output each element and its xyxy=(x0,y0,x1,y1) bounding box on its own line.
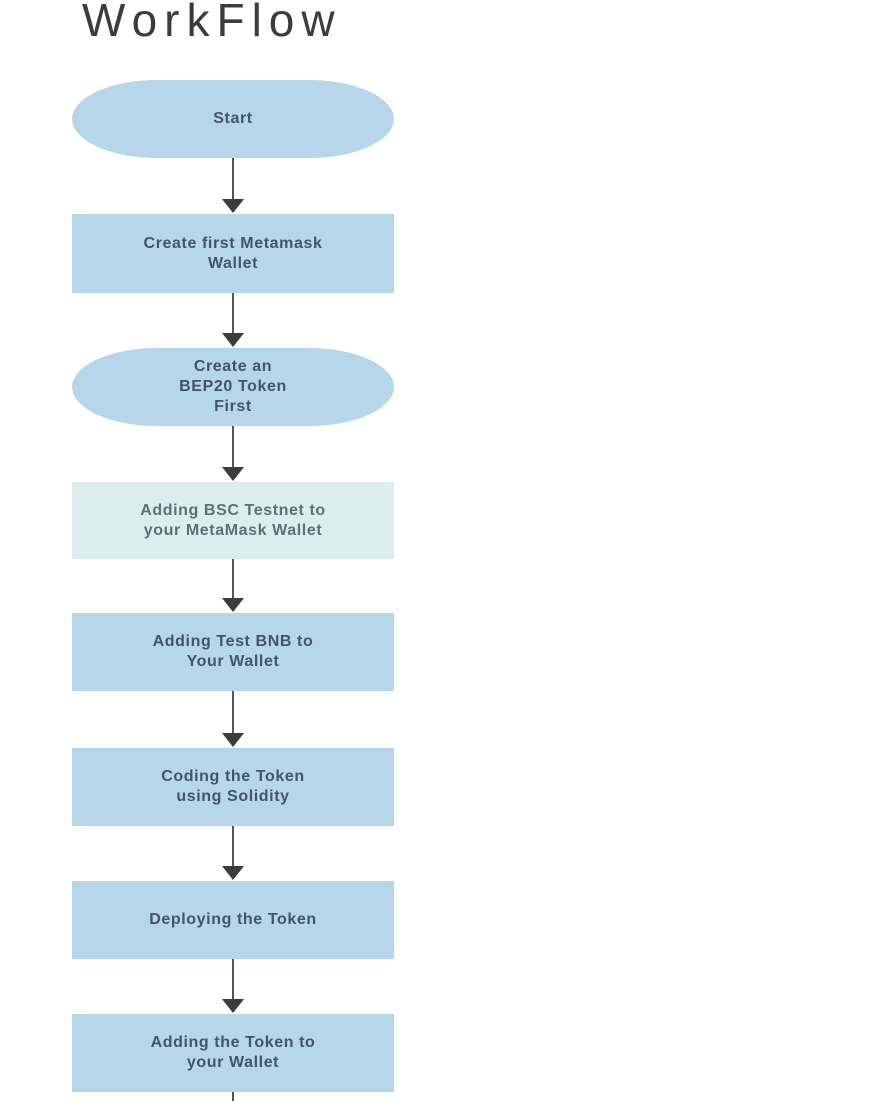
arrowhead-icon xyxy=(222,333,244,347)
node-label-line: Adding BSC Testnet to xyxy=(140,501,326,519)
flow-arrow-8-stub xyxy=(222,1092,244,1101)
node-label-line: your Wallet xyxy=(186,1054,280,1071)
flow-node-add-token-to-wallet: Adding the Token to your Wallet xyxy=(72,1014,394,1092)
arrowhead-icon xyxy=(222,598,244,612)
flow-arrow-3 xyxy=(222,426,244,481)
node-label-line: Adding Test BNB to xyxy=(152,633,314,650)
node-label-line: Wallet xyxy=(207,254,259,272)
arrow-line xyxy=(232,426,234,467)
page-title: WorkFlow xyxy=(82,0,342,46)
arrow-line xyxy=(232,293,234,333)
arrow-line xyxy=(232,559,234,598)
arrow-line xyxy=(232,158,234,199)
node-label-line: using Solidity xyxy=(176,788,290,805)
node-label-line: Create an xyxy=(193,358,273,375)
arrow-line xyxy=(232,959,234,999)
node-label-line: Create first Metamask xyxy=(143,234,323,252)
arrowhead-icon xyxy=(222,999,244,1013)
arrowhead-icon xyxy=(222,866,244,880)
node-label-line: Deploying the Token xyxy=(149,911,317,928)
arrow-line xyxy=(232,691,234,733)
flow-node-deploy-token: Deploying the Token xyxy=(72,881,394,959)
flow-arrow-6 xyxy=(222,826,244,880)
flow-arrow-1 xyxy=(222,158,244,213)
flow-node-create-bep20-token: Create an BEP20 Token First xyxy=(72,348,394,426)
flow-node-start: Start xyxy=(72,80,394,158)
node-label-line: Start xyxy=(213,110,253,127)
node-label-line: Your Wallet xyxy=(186,653,280,670)
flow-node-add-bsc-testnet: Adding BSC Testnet to your MetaMask Wall… xyxy=(72,482,394,559)
flow-node-create-metamask-wallet: Create first Metamask Wallet xyxy=(72,214,394,293)
arrow-line xyxy=(232,1092,234,1101)
node-label-line: your MetaMask Wallet xyxy=(143,521,323,539)
flow-arrow-2 xyxy=(222,293,244,347)
flow-node-add-test-bnb: Adding Test BNB to Your Wallet xyxy=(72,613,394,691)
node-label-line: BEP20 Token xyxy=(179,378,287,395)
arrowhead-icon xyxy=(222,733,244,747)
arrow-line xyxy=(232,826,234,866)
node-label-line: Adding the Token to xyxy=(150,1034,316,1051)
arrowhead-icon xyxy=(222,199,244,213)
node-label-line: Coding the Token xyxy=(161,768,305,785)
node-label-line: First xyxy=(214,398,252,415)
flow-arrow-4 xyxy=(222,559,244,612)
flow-node-code-token-solidity: Coding the Token using Solidity xyxy=(72,748,394,826)
flow-arrow-7 xyxy=(222,959,244,1013)
flow-arrow-5 xyxy=(222,691,244,747)
arrowhead-icon xyxy=(222,467,244,481)
